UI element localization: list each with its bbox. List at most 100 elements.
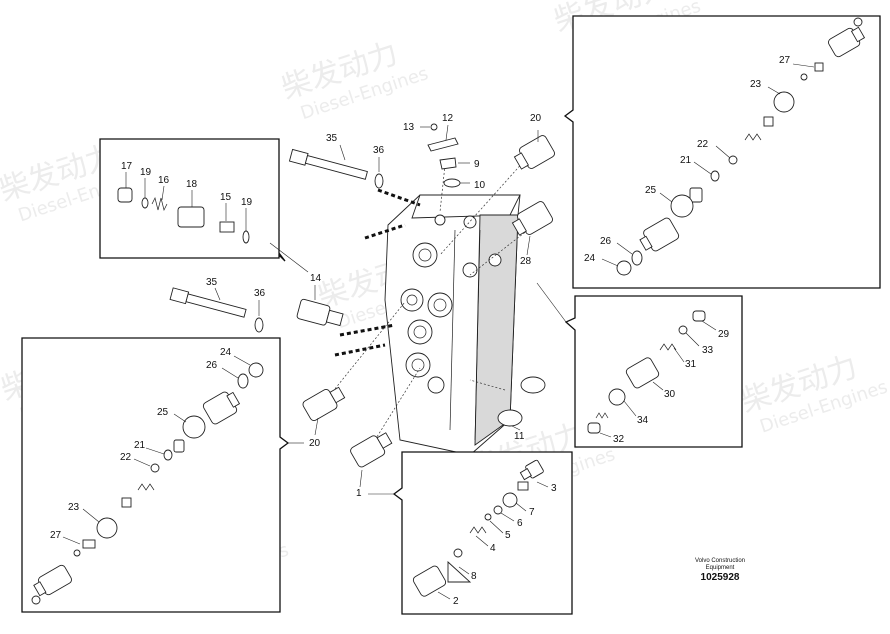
part-4-spring (469, 526, 487, 534)
callout-21: 21 (680, 155, 692, 166)
casting-edge (449, 229, 456, 431)
part-cartridge-bottom (33, 564, 72, 597)
callout-28: 28 (520, 256, 532, 267)
port (463, 215, 477, 229)
bolt-35-top (288, 148, 368, 180)
cartridge-20-lower (302, 386, 346, 422)
leader (458, 566, 470, 575)
cartridge-nose (376, 432, 393, 449)
callout-35: 35 (326, 133, 338, 144)
leader (616, 242, 633, 255)
cartridge-1 (350, 432, 393, 468)
part-24 (248, 362, 264, 378)
part-cartridge-top (202, 391, 241, 425)
part-32 (587, 422, 601, 434)
part-17 (117, 187, 133, 203)
ball (800, 73, 808, 81)
part-30 (625, 357, 660, 389)
bolt-35-lower (169, 287, 247, 318)
oring-11 (497, 409, 523, 427)
callout-13: 13 (403, 122, 415, 133)
callout-25: 25 (157, 407, 169, 418)
callout-33: 33 (702, 345, 714, 356)
ball (453, 548, 463, 558)
right-exploded-parts (587, 310, 706, 434)
part-22 (150, 463, 160, 473)
watermark-tile: 柴发动力 Diesel-Engines (277, 36, 431, 124)
callout-36: 36 (373, 145, 385, 156)
drawing-footer: Volvo Construction Equipment 1025928 (690, 558, 750, 583)
alignment-line (469, 229, 529, 276)
assembly-lines (329, 159, 529, 441)
callout-31: 31 (685, 359, 697, 370)
part-19 (141, 197, 149, 209)
leader (475, 535, 489, 547)
port (400, 288, 424, 312)
part-22 (728, 155, 738, 165)
part-29 (692, 310, 706, 322)
leader (659, 192, 673, 203)
leader (500, 512, 515, 522)
callout-23: 23 (750, 79, 762, 90)
main-callouts: 35 36 13 12 9 10 14 35 36 20 28 11 1 20 (206, 113, 542, 499)
leader (715, 145, 731, 159)
leader (173, 413, 187, 423)
callout-27: 27 (779, 55, 791, 66)
leader (515, 502, 527, 512)
washer-36-lower (254, 317, 264, 333)
detail-frame (563, 15, 881, 289)
nut (853, 17, 863, 27)
part-3 (519, 459, 544, 481)
seat (121, 497, 132, 508)
drawing-number: 1025928 (700, 572, 740, 583)
port-bore (413, 325, 427, 339)
callout-9: 9 (474, 159, 480, 170)
callout-3: 3 (551, 483, 557, 494)
callout-19: 19 (241, 197, 253, 208)
port (427, 292, 453, 318)
callout-19: 19 (140, 167, 152, 178)
leader (489, 520, 504, 534)
callout-23: 23 (68, 502, 80, 513)
part-27 (82, 539, 96, 549)
part-24 (616, 260, 632, 276)
callout-4: 4 (490, 543, 496, 554)
callout-21: 21 (134, 440, 146, 451)
detail-box-left: 24 26 25 21 22 23 27 (21, 337, 304, 613)
callout-25: 25 (645, 185, 657, 196)
cartridge-nose (226, 391, 241, 408)
poppet (173, 439, 185, 453)
footer-brand-line1: Volvo Construction (694, 558, 746, 564)
leader (339, 144, 346, 161)
part-tip (519, 468, 532, 481)
leader (673, 347, 685, 363)
detail-frame (99, 138, 286, 262)
port-bore (406, 294, 418, 306)
washer-36-top (374, 173, 384, 189)
callout-14: 14 (310, 273, 322, 284)
callout-22: 22 (120, 452, 132, 463)
detail-box-top-right: 27 23 22 21 25 26 24 (563, 15, 881, 289)
port-bore (433, 298, 447, 312)
leader (62, 536, 81, 545)
callout-5: 5 (505, 530, 511, 541)
detail-box-relief-valve: 17 19 16 18 15 19 (99, 138, 309, 273)
alignment-line (439, 159, 526, 256)
ball (73, 549, 81, 557)
callout-2: 2 (453, 596, 459, 607)
oring-11 (520, 376, 546, 394)
plug-9 (439, 157, 457, 170)
callout-8: 8 (471, 571, 477, 582)
alignment-line (334, 343, 386, 357)
callout-26: 26 (206, 360, 218, 371)
callout-17: 17 (121, 161, 133, 172)
callout-34: 34 (637, 415, 649, 426)
poppet (689, 187, 703, 203)
cartridge-nose (329, 386, 346, 404)
leader (767, 86, 781, 95)
callout-10: 10 (474, 180, 486, 191)
callout-32: 32 (613, 434, 625, 445)
cartridge-nose (511, 218, 527, 236)
part-19 (242, 230, 250, 244)
